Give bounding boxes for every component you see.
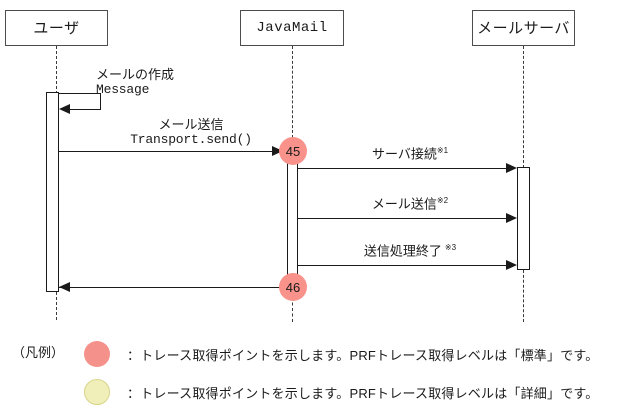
legend-entry-detail: ：トレース取得ポイントを示します。PRFトレース取得レベルは「詳細」です。 bbox=[84, 379, 599, 405]
trace-point-45-number: 45 bbox=[285, 143, 301, 159]
message-arrow-mail-transmit bbox=[298, 218, 507, 219]
self-message-bottom-segment bbox=[70, 109, 101, 110]
activation-bar-user bbox=[46, 92, 59, 292]
message-label-mail-transmit: メール送信※2 bbox=[310, 196, 510, 212]
message-arrow-server-connect bbox=[298, 168, 507, 169]
activation-bar-mailserver bbox=[517, 167, 530, 270]
message-label-send-complete-jp: 送信処理終了 bbox=[363, 243, 442, 259]
message-label-create-mail-code: Message bbox=[96, 81, 150, 97]
lifeline-label-mailserver: メールサーバ bbox=[477, 19, 570, 37]
legend-marker-standard-icon bbox=[84, 341, 110, 367]
trace-point-46: 46 bbox=[279, 273, 307, 301]
lifeline-line-javamail bbox=[292, 46, 293, 138]
trace-point-46-number: 46 bbox=[285, 279, 301, 295]
message-footnote-server-connect: ※1 bbox=[436, 146, 449, 155]
message-label-send-mail-code: Transport.send() bbox=[130, 131, 252, 147]
message-label-send-complete: 送信処理終了※3 bbox=[310, 243, 510, 259]
message-arrow-return-to-user bbox=[59, 287, 294, 288]
message-label-mail-transmit-jp: メール送信 bbox=[371, 196, 437, 212]
message-label-server-connect-jp: サーバ接続 bbox=[371, 146, 437, 162]
message-arrowhead-server-connect bbox=[506, 163, 517, 173]
message-footnote-mail-transmit: ※2 bbox=[436, 196, 449, 205]
lifeline-label-javamail: JavaMail bbox=[256, 20, 328, 36]
message-footnote-send-complete: ※3 bbox=[444, 243, 457, 252]
lifeline-header-javamail: JavaMail bbox=[240, 10, 344, 46]
lifeline-header-user: ユーザ bbox=[5, 10, 108, 46]
self-message-arrowhead bbox=[59, 104, 70, 114]
message-arrowhead-send-mail bbox=[272, 146, 283, 156]
message-arrow-send-complete bbox=[298, 265, 507, 266]
message-arrowhead-send-complete bbox=[506, 260, 517, 270]
trace-point-45: 45 bbox=[279, 137, 307, 165]
message-label-create-mail: メールの作成 Message bbox=[96, 67, 175, 98]
message-label-create-mail-jp: メールの作成 bbox=[96, 67, 175, 82]
lifeline-label-user: ユーザ bbox=[33, 19, 80, 37]
message-arrow-send-mail bbox=[59, 151, 273, 152]
self-message-right-segment bbox=[100, 93, 101, 109]
message-label-server-connect: サーバ接続※1 bbox=[310, 146, 510, 162]
legend-title: （凡例） bbox=[12, 345, 65, 360]
legend-marker-detail-icon bbox=[84, 379, 110, 405]
lifeline-line-javamail-lower bbox=[292, 297, 293, 322]
legend-entry-standard: ：トレース取得ポイントを示します。PRFトレース取得レベルは「標準」です。 bbox=[84, 341, 599, 367]
lifeline-line-mailserver bbox=[523, 46, 524, 168]
self-message-top-segment bbox=[59, 93, 101, 94]
message-arrowhead-mail-transmit bbox=[506, 213, 517, 223]
lifeline-line-user bbox=[56, 46, 57, 94]
lifeline-line-user-lower bbox=[56, 292, 57, 320]
message-label-send-mail: メール送信 Transport.send() bbox=[96, 117, 286, 148]
message-label-send-mail-jp: メール送信 bbox=[158, 117, 224, 132]
activation-bar-javamail bbox=[287, 150, 298, 287]
lifeline-header-mailserver: メールサーバ bbox=[472, 10, 575, 46]
legend-text-standard: ：トレース取得ポイントを示します。PRFトレース取得レベルは「標準」です。 bbox=[127, 347, 599, 363]
lifeline-line-mailserver-lower bbox=[523, 270, 524, 322]
legend-text-detail: ：トレース取得ポイントを示します。PRFトレース取得レベルは「詳細」です。 bbox=[127, 385, 599, 401]
message-arrowhead-return-to-user bbox=[59, 282, 70, 292]
